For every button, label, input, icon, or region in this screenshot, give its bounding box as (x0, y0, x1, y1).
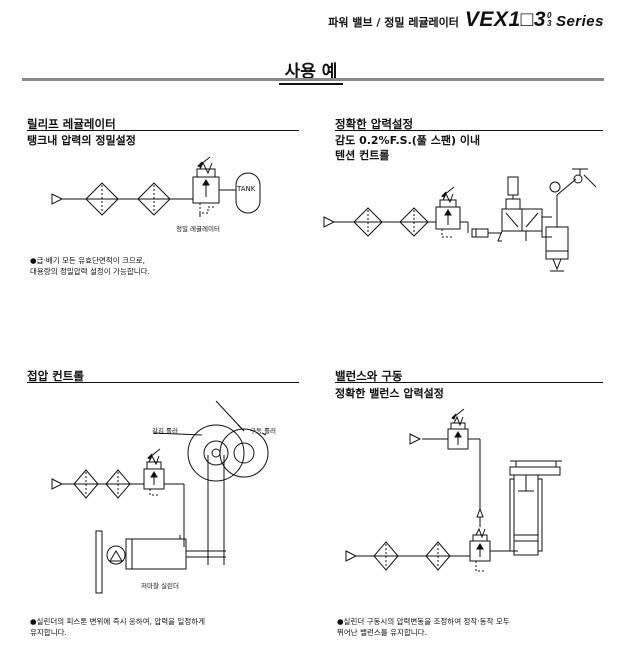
precision-regulator-symbol (193, 157, 219, 217)
section-4-subtitle: 정확한 밸런스 압력설정 (335, 387, 444, 400)
filter-symbol-2 (138, 183, 170, 215)
page-title-text: 사용 예 (278, 62, 344, 85)
section-4-diagram (340, 405, 610, 585)
section-2-subtitle-1: 감도 0.2%F.S.(풀 스팬) 이내 (335, 134, 481, 147)
filter-symbol-4 (400, 208, 428, 236)
section-3-note-1: ●실린더의 피스톤 변위에 즉시 응하여, 압력을 일정하게 (30, 617, 206, 626)
check-valve-symbol (472, 229, 488, 237)
title-divider (22, 78, 604, 81)
regulator-symbol-5 (448, 409, 468, 449)
tank-label: TANK (237, 185, 256, 193)
winding-roller-label: 감김 롤러 (152, 427, 178, 435)
regulator-symbol-4 (470, 509, 490, 571)
section-1-title: 릴리프 레귤레이터 (27, 117, 116, 131)
directional-valve-symbol (498, 177, 552, 241)
filter-symbol-1 (86, 183, 118, 215)
series-word: Series (555, 13, 604, 30)
series-digit: 3 (533, 8, 546, 31)
series-sup-top: 0 (547, 11, 552, 21)
category-label: 파워 밸브 / 정밀 레귤레이터 (328, 16, 459, 29)
section-1-rule (27, 130, 299, 131)
section-2-diagram (318, 165, 608, 285)
section-3-title: 접압 컨트롤 (27, 369, 84, 383)
section-4-note-1: ●실린더 구동시의 압력변동을 조정하여 정작·동작 모두 (337, 617, 510, 626)
section-4-rule (335, 382, 603, 383)
tank-symbol (236, 173, 260, 213)
section-1-diagram (40, 145, 310, 245)
air-source-symbol-2 (324, 217, 334, 227)
tension-roller-symbol (550, 182, 560, 192)
filter-symbol-8 (426, 542, 450, 570)
section-4-note-2: 뛰어난 밸런스를 유지합니다. (337, 628, 427, 637)
precision-regulator-label: 정밀 레귤레이터 (176, 225, 220, 233)
series-box: □ (520, 8, 534, 31)
series-sup-bottom: 3 (547, 19, 552, 29)
series-prefix: VEX1 (464, 8, 521, 31)
low-friction-cylinder-label: 저마찰 실린더 (141, 582, 179, 590)
page-title: 사용 예 (0, 57, 622, 85)
filter-symbol-3 (354, 208, 382, 236)
section-3-diagram (40, 395, 310, 605)
air-source-symbol-4 (346, 551, 356, 561)
section-1-subtitle: 탱크내 압력의 정밀설정 (27, 134, 136, 147)
filter-symbol-7 (374, 542, 398, 570)
section-4-title: 밸런스와 구동 (335, 369, 403, 383)
drive-roller-label: 구동 롤러 (250, 427, 276, 435)
filter-symbol-5 (74, 470, 98, 498)
section-3-rule (27, 382, 299, 383)
section-2-title: 정확한 압력설정 (335, 117, 414, 131)
air-source-symbol (52, 194, 62, 204)
cylinder-symbol-2 (546, 195, 568, 271)
section-1-note-2: 대용량의 정밀압력 설정이 가능합니다. (30, 267, 150, 276)
winding-roller-symbol (188, 425, 244, 565)
regulator-symbol-2 (436, 187, 460, 237)
air-source-symbol-3 (52, 479, 62, 489)
section-3-note-2: 유지합니다. (30, 628, 67, 637)
balance-cylinder-symbol (510, 461, 562, 555)
filter-symbol-6 (106, 470, 130, 498)
regulator-symbol-3 (144, 449, 164, 495)
low-friction-cylinder-symbol (96, 531, 226, 593)
section-2-subtitle-2: 텐션 컨트롤 (335, 149, 390, 162)
drive-roller-symbol (220, 429, 268, 477)
section-2-rule (335, 130, 603, 131)
section-1-note-1: ●급·배기 모든 유효단면적이 크므로, (30, 256, 146, 265)
air-source-symbol-5 (410, 434, 420, 444)
